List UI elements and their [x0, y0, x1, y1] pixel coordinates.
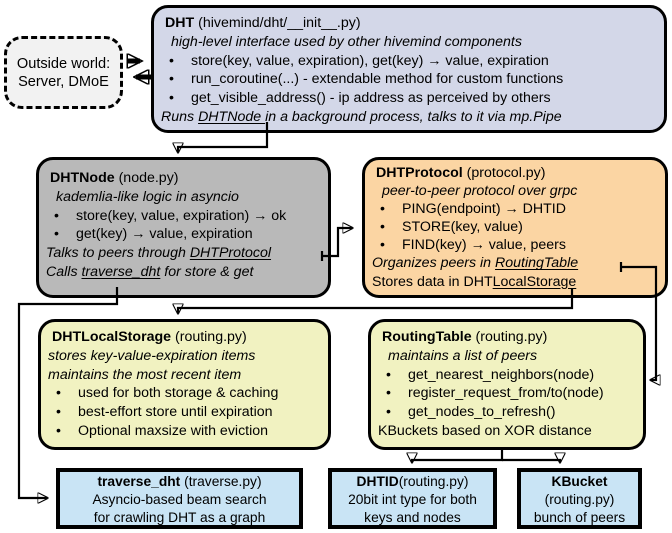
traverse-dht-line3: for crawling DHT as a graph	[93, 510, 266, 526]
dhtnode-subtitle: kademlia-like logic in asyncio	[56, 188, 239, 205]
traverse-dht-title-line: traverse_dht (traverse.py)	[60, 473, 299, 491]
dhtlocalstorage-subtitle1: stores key-value-expiration items	[48, 347, 256, 364]
bullet-item: run_coroutine(...) - extendable method f…	[154, 70, 664, 89]
dhtid-line3: keys and nodes	[364, 510, 461, 526]
arrow-routingtable-to-dhtid	[412, 450, 504, 462]
dhtlocalstorage-file: (routing.py)	[171, 329, 247, 345]
dht-file: (hivemind/dht/__init__.py)	[194, 15, 361, 31]
traverse-dht-box: traverse_dht (traverse.py) Asyncio-based…	[56, 468, 303, 529]
bullet-item: get(key) → value, expiration	[39, 225, 328, 244]
dhtprotocol-note2: Stores data in DHTLocalStorage	[365, 273, 665, 291]
traverse-dht-file: (traverse.py)	[180, 474, 262, 489]
dhtprotocol-note2-pre: Stores data in DHT	[372, 273, 493, 290]
routingtable-subtitle: maintains a list of peers	[388, 347, 538, 364]
bullet-item: store(key, value, expiration) → ok	[39, 207, 328, 226]
routingtable-ref: RoutingTable	[495, 255, 579, 272]
dhtprotocol-title-line: DHTProtocol (protocol.py)	[365, 164, 665, 182]
kbucket-file: (routing.py)	[544, 492, 615, 508]
bullet-item: get_visible_address() - ip address as pe…	[154, 89, 664, 108]
dhtprotocol-note1: Organizes peers in RoutingTable	[365, 254, 665, 272]
dhtlocalstorage-box: DHTLocalStorage (routing.py) stores key-…	[38, 319, 331, 450]
dhtid-box: DHTID(routing.py) 20bit int type for bot…	[328, 468, 497, 529]
dhtlocalstorage-title: DHTLocalStorage	[52, 329, 172, 345]
dhtnode-bullet-list: store(key, value, expiration) → ok get(k…	[39, 207, 328, 245]
dhtprotocol-file: (protocol.py)	[462, 165, 546, 181]
dhtlocalstorage-bullet-list: used for both storage & caching best-eff…	[41, 384, 328, 440]
dhtnode-note2-post: for store & get	[160, 263, 254, 280]
dhtprotocol-ref: DHTProtocol	[189, 245, 272, 262]
bullet-item: STORE(key, value)	[365, 218, 665, 236]
kbucket-line3: bunch of peers	[533, 510, 626, 526]
dht-subtitle: high-level interface used by other hivem…	[171, 33, 522, 50]
bullet-item: get_nearest_neighbors(node)	[371, 366, 643, 385]
routingtable-footer: KBuckets based on XOR distance	[378, 422, 592, 439]
bullet-item: best-effort store until expiration	[41, 403, 328, 422]
dhtprotocol-bullet-list: PING(endpoint) → DHTID STORE(key, value)…	[365, 200, 665, 254]
outside-world-line1: Outside world:	[16, 55, 111, 72]
routingtable-title: RoutingTable	[382, 329, 472, 345]
dht-title-line: DHT (hivemind/dht/__init__.py)	[154, 14, 664, 33]
routingtable-title-line: RoutingTable (routing.py)	[371, 328, 643, 347]
traverse-dht-line2: Asyncio-based beam search	[92, 492, 267, 508]
dhtnode-note2-pre: Calls	[46, 263, 82, 280]
outside-world-line2: Server, DMoE	[18, 73, 109, 90]
dhtnode-note1-pre: Talks to peers through	[46, 245, 190, 262]
dhtlocalstorage-title-line: DHTLocalStorage (routing.py)	[41, 328, 328, 347]
dhtnode-note1: Talks to peers through DHTProtocol	[39, 244, 328, 263]
dhtprotocol-subtitle: peer-to-peer protocol over grpc	[382, 183, 578, 200]
dhtnode-box: DHTNode (node.py) kademlia-like logic in…	[36, 157, 331, 298]
dhtprotocol-note1-pre: Organizes peers in	[372, 255, 496, 272]
bullet-item: get_nodes_to_refresh()	[371, 403, 643, 422]
bullet-item: store(key, value, expiration), get(key) …	[154, 52, 664, 71]
bullet-item: register_request_from/to(node)	[371, 384, 643, 403]
dhtid-title: DHTID	[356, 474, 399, 489]
localstorage-ref: LocalStorage	[492, 273, 577, 290]
routingtable-box: RoutingTable (routing.py) maintains a li…	[368, 319, 646, 450]
bullet-item: Optional maxsize with eviction	[41, 422, 328, 441]
arrow-routingtable-to-kbucket	[502, 460, 560, 462]
dhtid-title-line: DHTID(routing.py)	[332, 473, 493, 491]
bullet-item: used for both storage & caching	[41, 384, 328, 403]
dhtnode-ref: DHTNode	[198, 108, 266, 125]
dhtnode-title-line: DHTNode (node.py)	[39, 169, 328, 188]
outside-world-box: Outside world: Server, DMoE	[4, 36, 123, 109]
dhtnode-title: DHTNode	[50, 170, 115, 186]
dhtprotocol-box: DHTProtocol (protocol.py) peer-to-peer p…	[362, 157, 668, 298]
bullet-item: PING(endpoint) → DHTID	[365, 200, 665, 218]
kbucket-box: KBucket (routing.py) bunch of peers	[517, 468, 642, 529]
dhtnode-file: (node.py)	[114, 170, 179, 186]
bullet-item: FIND(key) → value, peers	[365, 236, 665, 254]
traverse-dht-title: traverse_dht	[97, 474, 181, 489]
kbucket-title: KBucket	[551, 474, 608, 489]
dht-box: DHT (hivemind/dht/__init__.py) high-leve…	[151, 5, 667, 133]
routingtable-file: (routing.py)	[471, 329, 548, 345]
dhtid-line2: 20bit int type for both	[348, 492, 477, 508]
dhtlocalstorage-subtitle2: maintains the most recent item	[48, 366, 242, 383]
traverse-dht-ref: traverse_dht	[81, 263, 161, 280]
dht-footer-pre: Runs	[161, 108, 199, 125]
dhtid-file: (routing.py)	[398, 474, 469, 489]
dhtprotocol-title: DHTProtocol	[376, 165, 463, 181]
dht-title: DHT	[165, 15, 195, 31]
dht-footer-post: in a background process, talks to it via…	[265, 108, 562, 125]
dht-footer: Runs DHTNode in a background process, ta…	[154, 108, 664, 127]
routingtable-bullet-list: get_nearest_neighbors(node) register_req…	[371, 366, 643, 422]
dht-bullet-list: store(key, value, expiration), get(key) …	[154, 52, 664, 108]
dhtnode-note2: Calls traverse_dht for store & get	[39, 263, 328, 282]
